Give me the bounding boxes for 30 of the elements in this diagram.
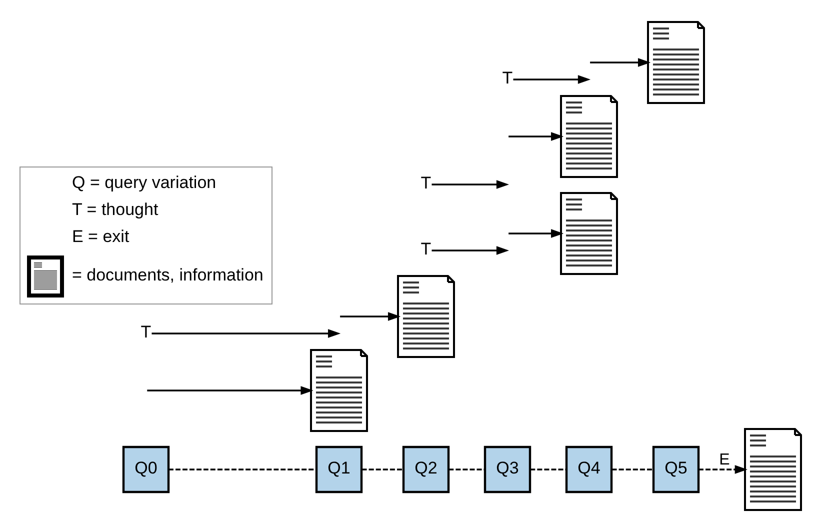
connector — [362, 468, 404, 470]
node-text: T — [420, 239, 432, 258]
arrow — [432, 180, 510, 188]
arrow — [513, 74, 591, 84]
arrow — [590, 58, 651, 66]
legend-label: E = exit — [72, 226, 130, 246]
legend-label: Q = query variation — [72, 172, 216, 192]
node-box: Q1 — [315, 445, 363, 493]
arrow — [147, 386, 314, 394]
arrow — [698, 464, 748, 474]
arrow — [152, 328, 341, 338]
legend-label: T = thought — [72, 200, 158, 219]
node-box: Q0 — [122, 445, 170, 493]
legend-label: = documents, information — [72, 265, 264, 284]
connector — [448, 468, 485, 470]
node-text: T — [502, 68, 513, 88]
node-box: Q2 — [402, 445, 450, 493]
connector — [530, 468, 566, 470]
node-box: Q4 — [565, 445, 613, 493]
edge-label: E — [719, 450, 730, 468]
node-text: T — [420, 173, 432, 192]
arrow — [432, 246, 510, 254]
arrow — [508, 132, 564, 140]
arrow — [340, 312, 401, 320]
connector — [168, 468, 316, 470]
node-box: Q5 — [652, 445, 700, 493]
connector — [612, 468, 654, 470]
node-text: T — [140, 322, 152, 342]
arrow — [508, 228, 564, 238]
node-box: Q3 — [484, 445, 532, 493]
